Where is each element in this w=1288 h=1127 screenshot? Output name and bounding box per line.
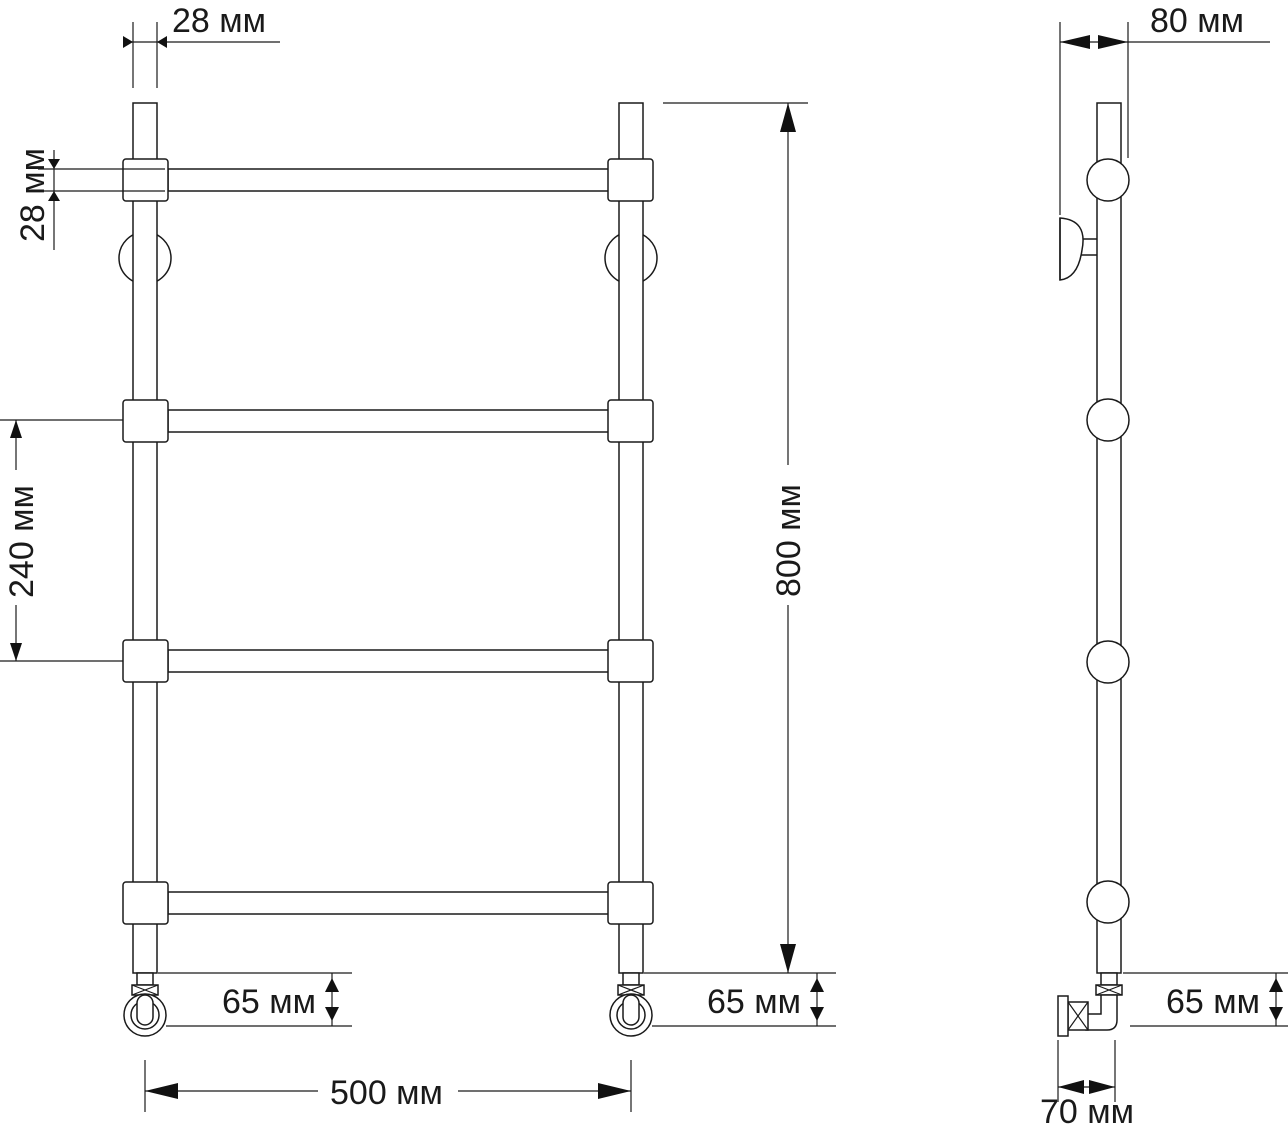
side-vertical-collector xyxy=(1096,102,1122,974)
dimension-top-tube-diameter-label: 28 мм xyxy=(172,2,266,40)
dimension-total-height: 800 мм xyxy=(663,102,808,973)
vertical-collector-left xyxy=(132,102,158,974)
dimension-side-pipe-offset: 70 мм xyxy=(1040,1040,1134,1127)
dimension-connection-height-left-label: 65 мм xyxy=(222,983,316,1021)
dimension-top-tube-diameter: 28 мм xyxy=(123,2,280,88)
joint-fittings-right xyxy=(607,158,654,925)
side-view: 80 мм 65 мм 70 мм xyxy=(1040,2,1288,1127)
dimension-connection-height-right: 65 мм xyxy=(644,972,836,1027)
dimension-connection-height-right-label: 65 мм xyxy=(707,983,801,1021)
side-wall-bracket xyxy=(1059,217,1099,281)
dimension-side-pipe-offset-label: 70 мм xyxy=(1040,1093,1134,1127)
dimension-side-connection-height: 65 мм xyxy=(1123,972,1288,1027)
dimension-rail-tube-diameter-label: 28 мм xyxy=(14,148,52,242)
dimension-side-wall-distance-label: 80 мм xyxy=(1150,2,1244,40)
side-rail-ends xyxy=(1086,158,1130,924)
bottom-connection-left xyxy=(123,972,167,1037)
horizontal-rail-2 xyxy=(167,409,610,433)
side-bottom-connection xyxy=(1057,972,1123,1037)
dimension-side-connection-height-label: 65 мм xyxy=(1166,983,1260,1021)
dimension-rail-spacing: 240 мм xyxy=(0,419,123,662)
dimension-connection-height-left: 65 мм xyxy=(158,972,352,1027)
horizontal-rail-4 xyxy=(167,891,610,915)
dimension-rail-spacing-label: 240 мм xyxy=(3,485,41,598)
horizontal-rail-3 xyxy=(167,649,610,673)
bottom-connection-right xyxy=(609,972,653,1037)
horizontal-rail-1 xyxy=(167,168,610,192)
dimension-center-distance: 500 мм xyxy=(144,1060,632,1112)
dimension-center-distance-label: 500 мм xyxy=(330,1074,443,1112)
dimension-total-height-label: 800 мм xyxy=(770,484,808,597)
dimension-side-wall-distance: 80 мм xyxy=(1059,2,1270,215)
dimension-rail-tube-diameter: 28 мм xyxy=(14,148,165,250)
vertical-collector-right xyxy=(618,102,644,974)
front-view: 28 мм 28 мм 240 мм 800 xyxy=(0,2,836,1112)
